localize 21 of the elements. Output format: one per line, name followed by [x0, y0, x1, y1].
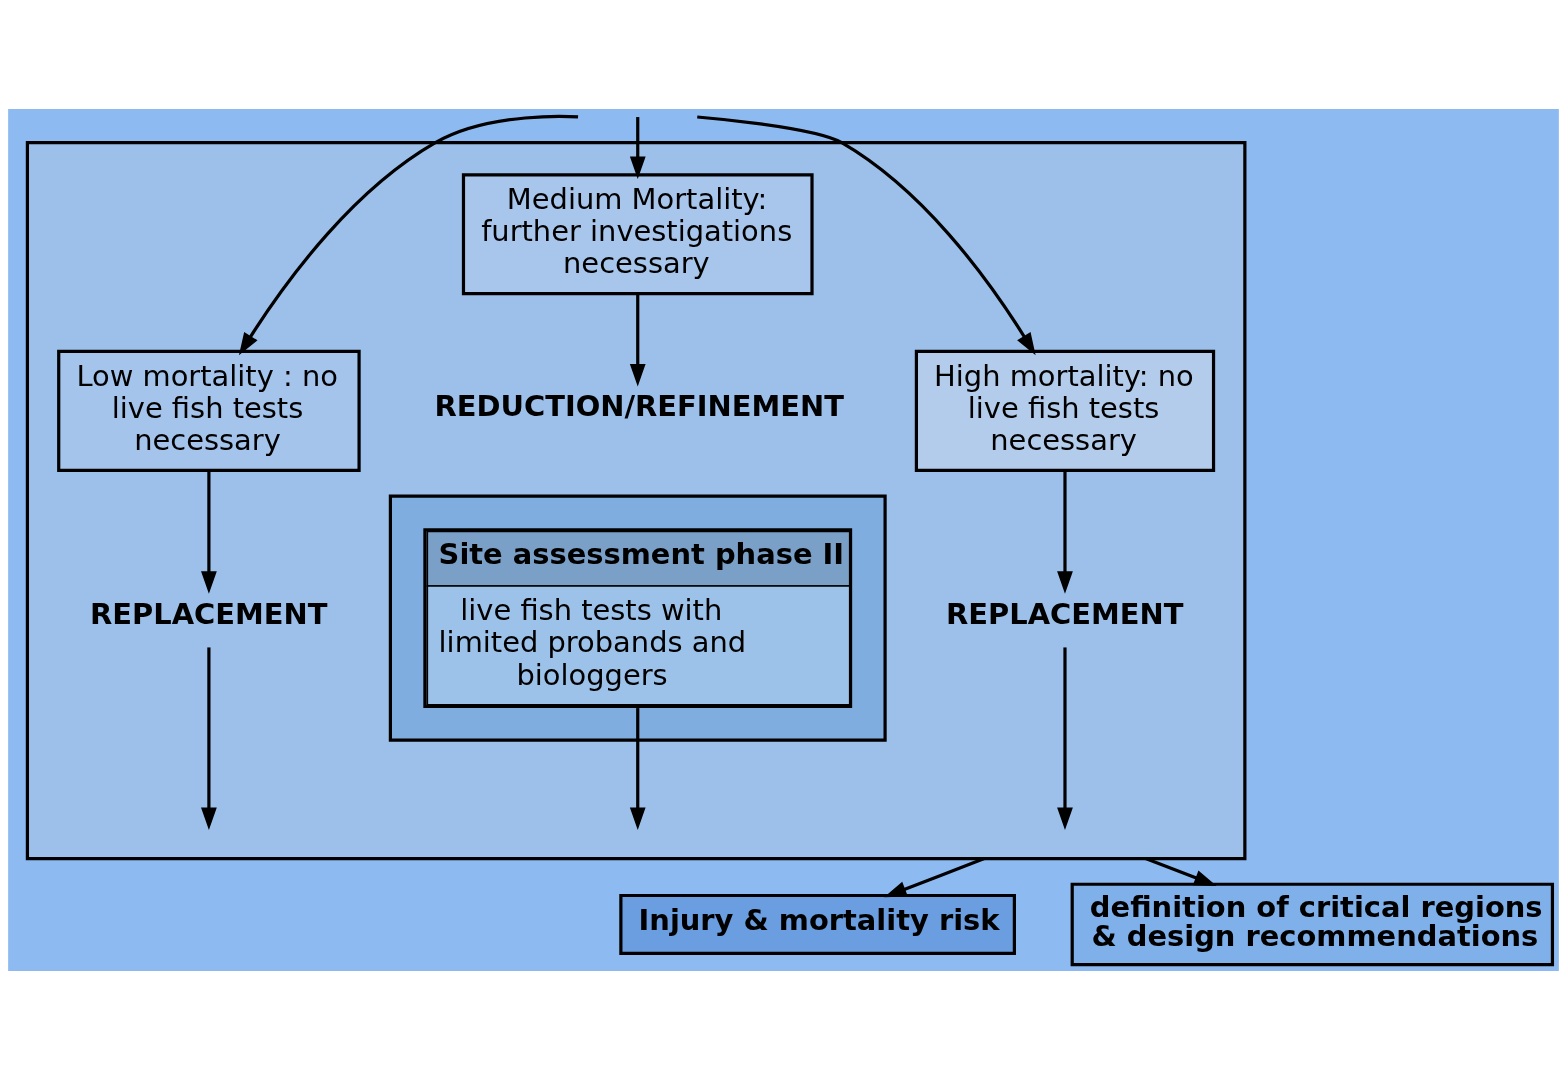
arrow	[201, 647, 217, 831]
cluster	[388, 494, 887, 742]
arrow	[884, 857, 985, 898]
node-box: Medium Mortality: further investigations necessary	[461, 173, 814, 296]
arrow	[1057, 647, 1073, 831]
arrow	[1145, 857, 1217, 886]
node-box: High mortality: no live fish tests necessary	[914, 349, 1216, 472]
arrow	[238, 114, 579, 356]
cluster	[25, 141, 1247, 861]
node-box: definition of critical regions & design recommendations	[1070, 882, 1555, 967]
node-text: REDUCTION/REFINEMENT	[434, 389, 844, 424]
arrow	[629, 117, 646, 179]
node-box: Low mortality : no live fish tests necessary	[57, 349, 361, 472]
node-text: REPLACEMENT	[946, 596, 1184, 631]
arrow	[1057, 470, 1073, 594]
arrow	[697, 115, 1036, 356]
node-text: REPLACEMENT	[90, 596, 328, 631]
arrow	[629, 294, 646, 387]
node-box: Injury & mortality risk	[619, 893, 1016, 955]
arrow	[201, 470, 217, 594]
arrow	[629, 708, 646, 830]
